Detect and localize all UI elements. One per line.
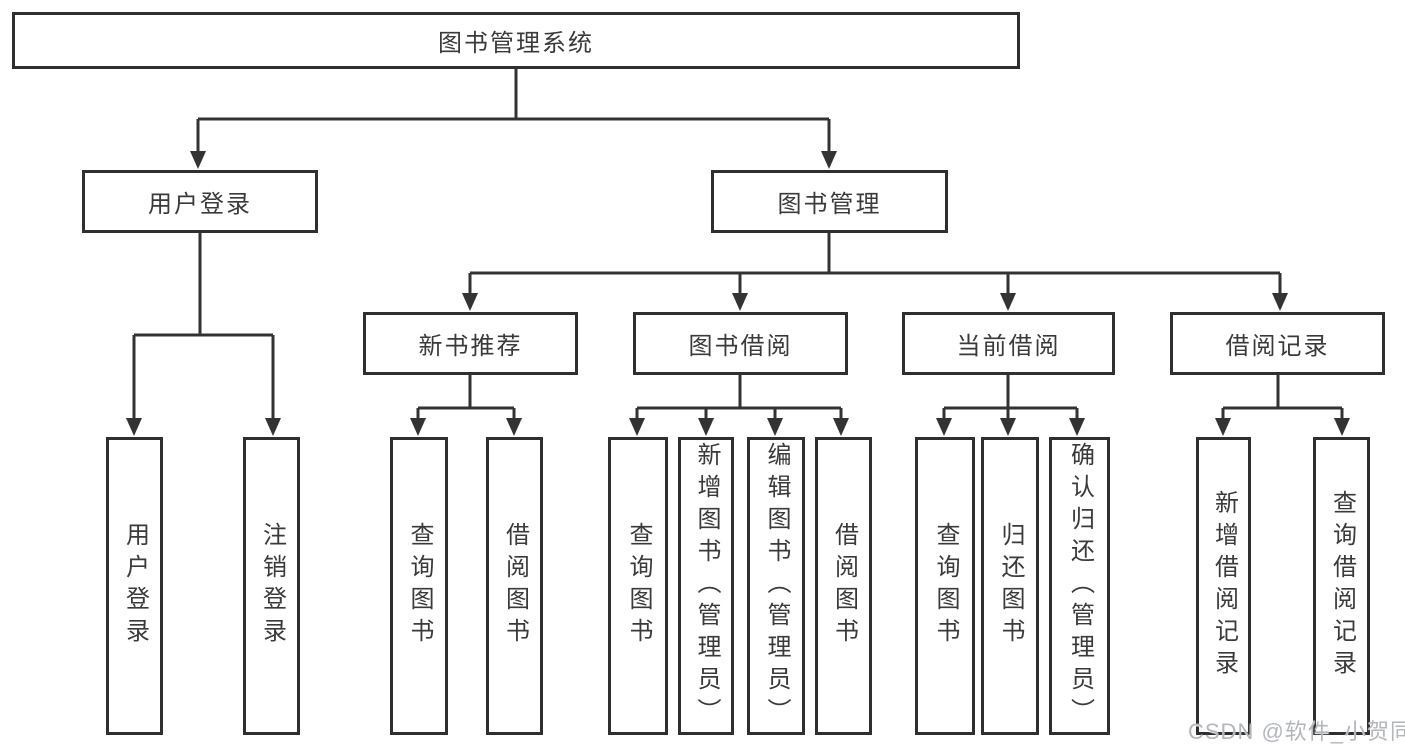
leaf-query-borrow-record: 查询借阅记录 (1313, 437, 1370, 735)
connector-user-login-to-leaves (126, 232, 281, 436)
node-book-management: 图书管理 (711, 170, 948, 233)
leaf-query-book-current-label: 查询图书 (932, 522, 959, 650)
leaf-user-login-label: 用户登录 (121, 522, 149, 650)
csdn-watermark: CSDN @软件_小贺同学 (1188, 719, 1405, 744)
leaf-logout-label: 注销登录 (258, 522, 286, 650)
node-borrow-records: 借阅记录 (1170, 312, 1385, 375)
leaf-add-book-admin-label: 新增图书（管理员） (693, 442, 720, 730)
connector-borrow-records-to-leaves (1215, 374, 1350, 436)
leaf-query-book-recommend: 查询图书 (390, 437, 448, 735)
leaf-return-book-label: 归还图书 (997, 522, 1024, 650)
leaf-add-book-admin: 新增图书（管理员） (678, 437, 734, 735)
connector-current-borrow-to-leaves (936, 374, 1085, 436)
node-user-login: 用户登录 (82, 170, 318, 233)
leaf-user-login: 用户登录 (106, 437, 163, 735)
leaf-query-book-borrow-label: 查询图书 (625, 522, 652, 650)
node-root-system: 图书管理系统 (12, 12, 1020, 69)
leaf-return-book: 归还图书 (981, 437, 1039, 735)
connector-book-borrow-to-leaves (629, 374, 849, 436)
connector-root-to-level2 (190, 69, 837, 169)
node-new-book-recommend: 新书推荐 (363, 312, 578, 375)
node-current-borrow: 当前借阅 (902, 312, 1115, 375)
leaf-query-book-current: 查询图书 (915, 437, 975, 735)
leaf-confirm-return-admin: 确认归还（管理员） (1049, 437, 1110, 735)
leaf-add-borrow-record-label: 新增借阅记录 (1210, 490, 1238, 682)
leaf-borrow-book-label: 借阅图书 (830, 522, 858, 650)
leaf-query-book-recommend-label: 查询图书 (406, 522, 433, 650)
leaf-edit-book-admin-label: 编辑图书（管理员） (763, 442, 790, 730)
leaf-borrow-book-recommend-label: 借阅图书 (501, 522, 529, 650)
leaf-borrow-book-recommend: 借阅图书 (486, 437, 543, 735)
node-book-borrow: 图书借阅 (633, 312, 848, 375)
leaf-query-borrow-record-label: 查询借阅记录 (1328, 490, 1356, 682)
leaf-logout: 注销登录 (243, 437, 300, 735)
leaf-borrow-book: 借阅图书 (815, 437, 872, 735)
connector-book-mgmt-to-level3 (462, 232, 1288, 311)
connector-new-book-to-leaves (410, 374, 522, 436)
leaf-confirm-return-admin-label: 确认归还（管理员） (1066, 442, 1094, 730)
leaf-add-borrow-record: 新增借阅记录 (1196, 437, 1251, 735)
leaf-query-book-borrow: 查询图书 (608, 437, 668, 735)
leaf-edit-book-admin: 编辑图书（管理员） (747, 437, 805, 735)
